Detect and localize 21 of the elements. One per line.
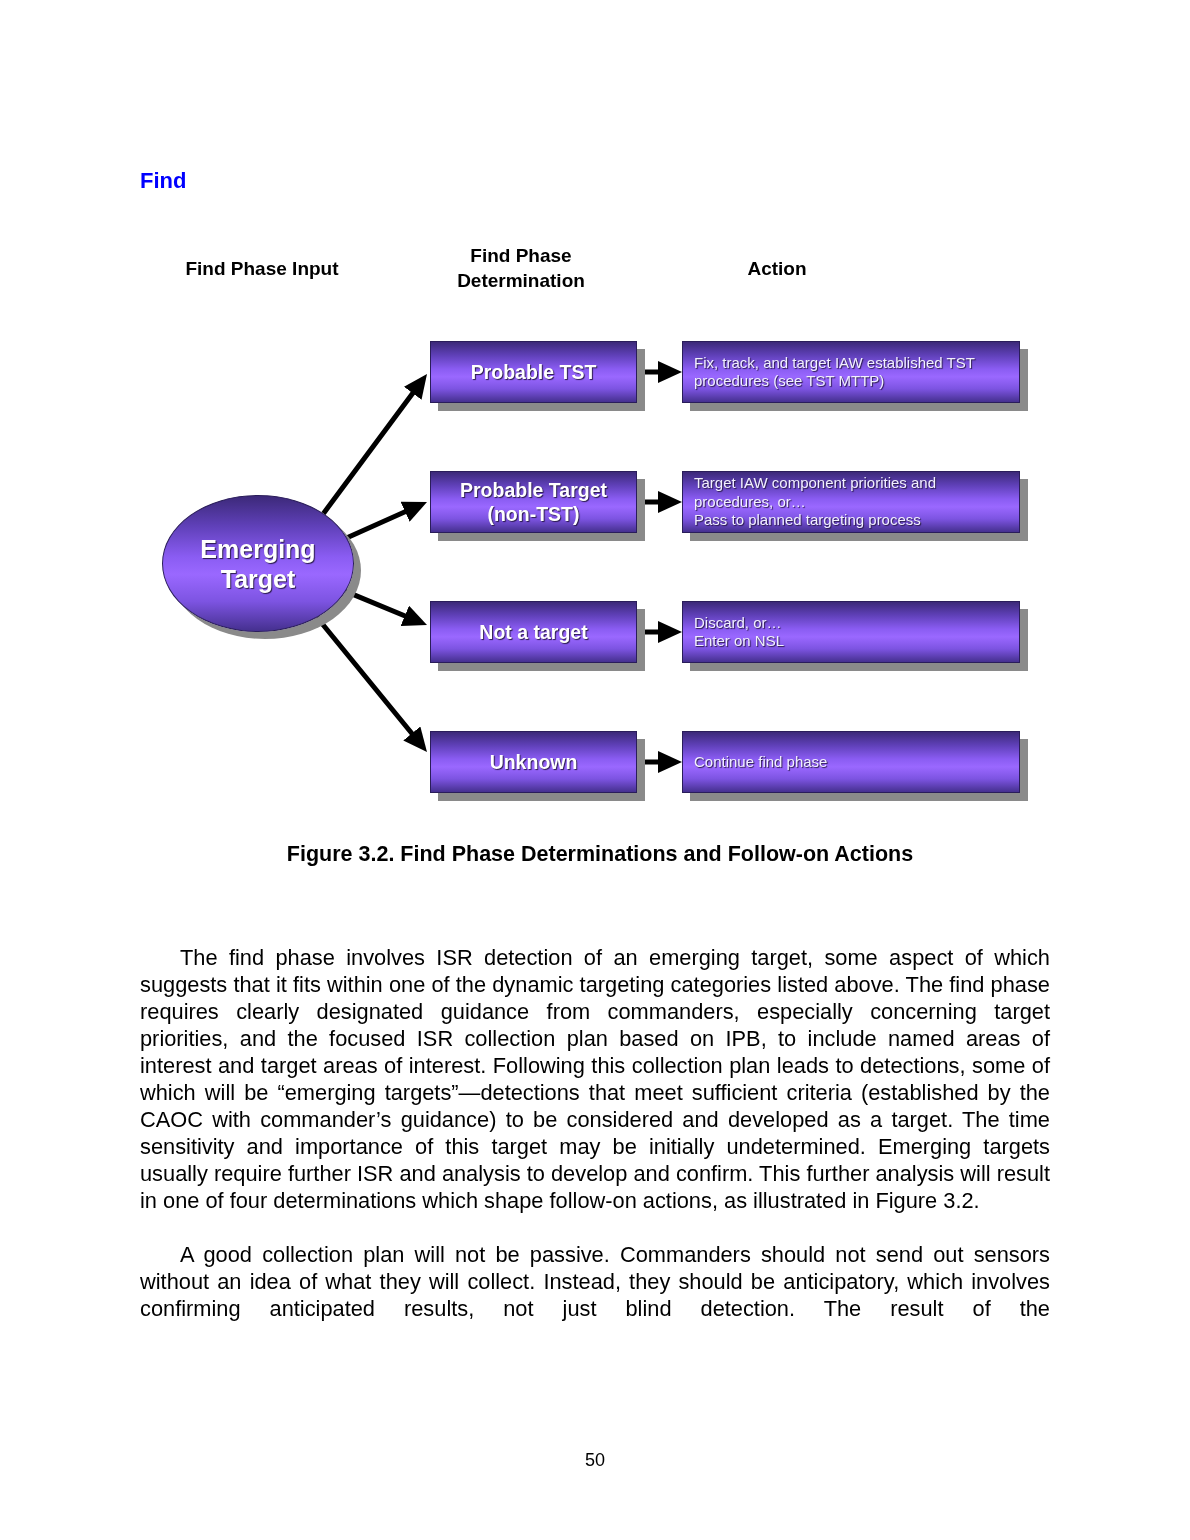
arrow [321,372,429,515]
body-paragraph: The find phase involves ISR detection of an emerging target, some aspect of which suggests that it fits within one of the dynamic targeting categories listed above. The find phase requires clearly designated guidance from commanders, especially concerning target priorities, and the focused ISR collection plan based on IPB, to include named areas of interest and target areas of interest. Following this collection plan leads to detections, some of which will be “emerging targets”—detections that meet sufficient criteria (established by the CAOC with commander’s guidance) to be considered and developed as a target. The time sensitivity and importance of this target may be initially undetermined. Emerging targets usually require further ISR and analysis to develop and confirm. This further analysis will result in one of four determinations which shape follow-on actions, as illustrated in Figure 3.2. [140,944,1050,1214]
column-heading: Find Phase Input [185,256,339,281]
column-heading: Action [747,256,807,281]
node-label: Not a target [479,620,588,644]
action-text: Enter on NSL [694,632,785,651]
action-text: Continue find phase [694,752,828,772]
section-heading: Find [140,167,187,195]
figure-caption: Figure 3.2. Find Phase Determinations and Follow-on Actions [286,841,914,868]
node-label: Probable TST [470,360,597,384]
column-heading: Find Phase Determination [456,244,586,293]
node-label: Unknown [489,750,578,774]
action-text: Pass to planned targeting process [694,511,921,530]
arrow [346,499,428,541]
action-text: Discard, or… [694,613,782,632]
body-paragraph: A good collection plan will not be passive. Commanders should not send out sensors without an idea of what they will collect. Instead, they should be anticipatory, which involves confirming anticipated results, not just blind detection. The result of the [140,1241,1050,1322]
node-label: Probable Target (non-TST) [459,478,608,526]
node-label: Emerging Target [199,533,317,594]
action-text: Fix, track, and target IAW established TST procedures (see TST MTTP) [694,353,976,391]
page-number: 50 [585,1449,605,1471]
action-text: Target IAW component priorities and procedures, or… [694,474,938,512]
